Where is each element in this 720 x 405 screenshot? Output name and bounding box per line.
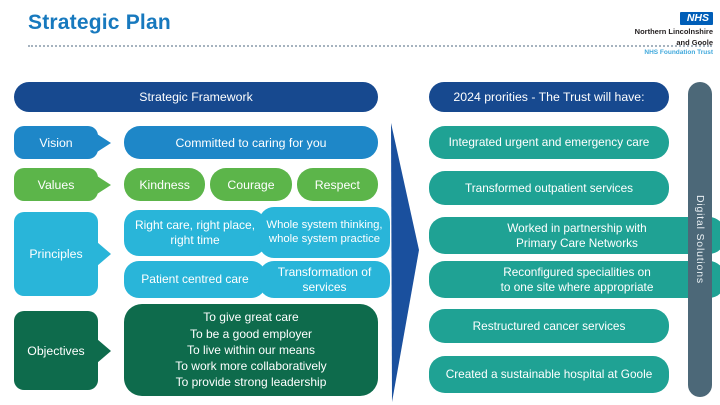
values-pill-group: Kindness Courage Respect (124, 168, 378, 201)
dotted-divider (28, 45, 712, 47)
digital-solutions-bar: Digital Solutions (688, 82, 712, 397)
objective-line: To give great care (203, 310, 299, 325)
nhs-trust-logo: NHS Northern Lincolnshire and Goole NHS … (583, 8, 713, 57)
objective-line: To be a good employer (189, 326, 313, 341)
org-name-line2: and Goole (676, 37, 713, 47)
objective-line: To work more collaboratively (175, 359, 327, 374)
nhs-logo-icon: NHS (679, 12, 713, 25)
priority-pill-goole: Created a sustainable hospital at Goole (429, 356, 669, 393)
priority-pill-partnership: Worked in partnership with Primary Care … (429, 217, 720, 254)
principle-pill-transformation: Transformation of services (259, 261, 390, 298)
priority-pill-outpatient: Transformed outpatient services (429, 171, 669, 205)
value-pill-respect: Respect (296, 168, 378, 201)
digital-solutions-label: Digital Solutions (694, 195, 706, 284)
principle-pill-patient-centred: Patient centred care (124, 261, 266, 298)
value-pill-courage: Courage (210, 168, 292, 201)
objective-line: To provide strong leadership (175, 375, 327, 390)
priority-pill-specialities: Reconfigured specialities on to one site… (429, 261, 720, 298)
value-pill-kindness: Kindness (124, 168, 206, 201)
vision-statement-pill: Committed to caring for you (124, 126, 378, 159)
objectives-pill: To give great care To be a good employer… (124, 304, 378, 396)
flow-arrow-icon (391, 123, 419, 402)
framework-label-vision: Vision (14, 126, 98, 159)
page-title: Strategic Plan (28, 11, 171, 34)
org-name-line1: Northern Lincolnshire (634, 27, 713, 36)
priorities-header: 2024 prorities - The Trust will have: (429, 82, 669, 112)
objective-line: To live within our means (186, 342, 316, 357)
framework-header: Strategic Framework (14, 82, 378, 112)
trust-type-label: NHS Foundation Trust (644, 49, 713, 56)
priority-pill-urgent-care: Integrated urgent and emergency care (429, 126, 669, 159)
framework-label-principles: Principles (14, 212, 98, 296)
priority-pill-cancer: Restructured cancer services (429, 309, 669, 343)
framework-label-objectives: Objectives (14, 311, 98, 390)
framework-label-values: Values (14, 168, 98, 201)
principle-pill-whole-system: Whole system thinking, whole system prac… (259, 207, 390, 258)
principle-pill-right-care: Right care, right place, right time (124, 210, 266, 256)
